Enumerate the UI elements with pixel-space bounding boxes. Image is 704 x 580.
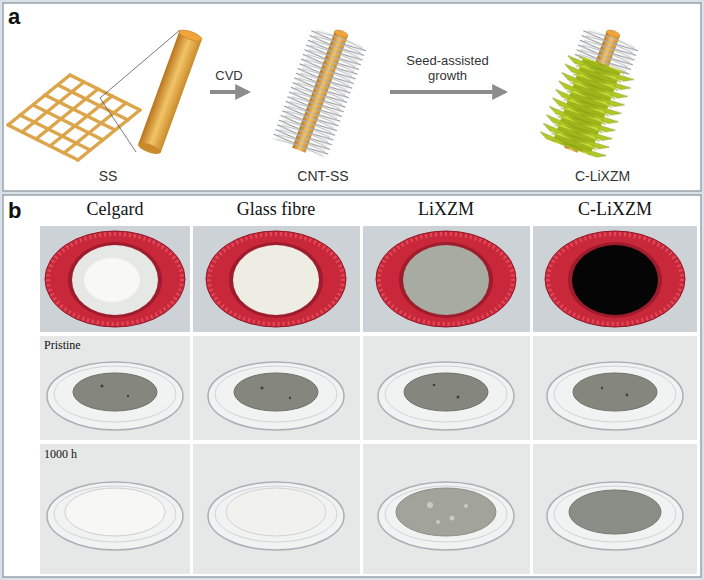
process-arrow	[210, 90, 248, 94]
stage-box: SS	[8, 20, 208, 188]
pristine-lithium-photo	[47, 362, 683, 430]
panel-frame	[3, 195, 701, 577]
column-header: LiXZM	[418, 199, 474, 220]
row-label: 1000 h	[44, 448, 77, 462]
steel-mesh	[8, 75, 140, 160]
photo-cells	[40, 226, 697, 574]
cnt-coated-wire	[269, 20, 373, 161]
process-arrow	[390, 90, 505, 94]
panel-letter: b	[8, 198, 21, 223]
part-caption: SS	[99, 168, 118, 184]
stage-box: C-LiXZM	[515, 20, 690, 188]
steel-wire	[137, 28, 203, 156]
column-header: C-LiXZM	[578, 199, 652, 220]
edge-label: CVD	[213, 68, 244, 84]
column-header: Celgard	[87, 199, 144, 220]
panel-letter: a	[8, 4, 20, 29]
column-header: Glass fibre	[237, 199, 315, 220]
stage-box: CNT-SS	[258, 20, 388, 188]
part-caption: CNT-SS	[297, 168, 348, 184]
edge-label: Seed-assisted growth	[386, 53, 510, 84]
part-caption: C-LiXZM	[575, 168, 630, 184]
row-label: Pristine	[44, 339, 81, 353]
cell-cap-photo	[45, 231, 685, 327]
panel-frame	[3, 3, 701, 191]
zeolite-coated-wire	[535, 18, 650, 163]
cycled-lithium-photo	[47, 482, 683, 550]
